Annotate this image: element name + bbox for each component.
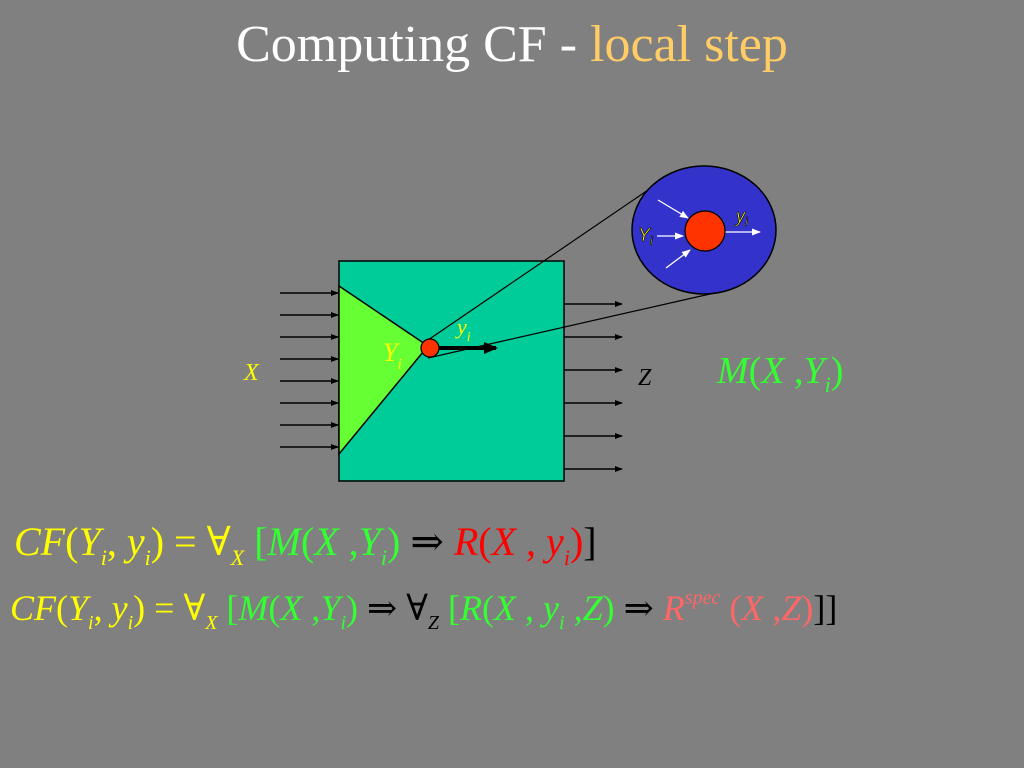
region-label: Yi [383, 338, 402, 373]
zoom-line-top [427, 189, 649, 341]
zoom-input-arrow [657, 199, 689, 219]
node-label: yi [455, 314, 471, 345]
title-accent: local step [590, 16, 788, 73]
system-box [338, 260, 565, 482]
slide-title: Computing CF - local step [0, 10, 1024, 80]
node [420, 338, 440, 358]
output-label: Z [638, 365, 652, 391]
zoom-arrows [657, 199, 761, 269]
zoom-node [684, 210, 726, 252]
input-arrows [280, 290, 339, 450]
output-arrows [564, 301, 623, 472]
zoom-out-label: yi [734, 206, 748, 229]
zoom-in-label: Yi [638, 225, 653, 248]
cf-formula-1: CF(Yi, yi) = ∀X [M(X ,Yi) ⇒ R(X , yi)] [14, 519, 597, 570]
input-label: X [243, 360, 260, 386]
title-main: Computing CF [236, 16, 547, 73]
zoom-input-arrow [665, 249, 691, 269]
cf-formula-2: CF(Yi, yi) = ∀X [M(X ,Yi) ⇒ ∀Z [R(X , yi… [10, 587, 837, 634]
title-separator: - [546, 16, 591, 73]
model-formula: M(X ,Yi) [716, 350, 843, 397]
subsystem-region [338, 284, 430, 457]
